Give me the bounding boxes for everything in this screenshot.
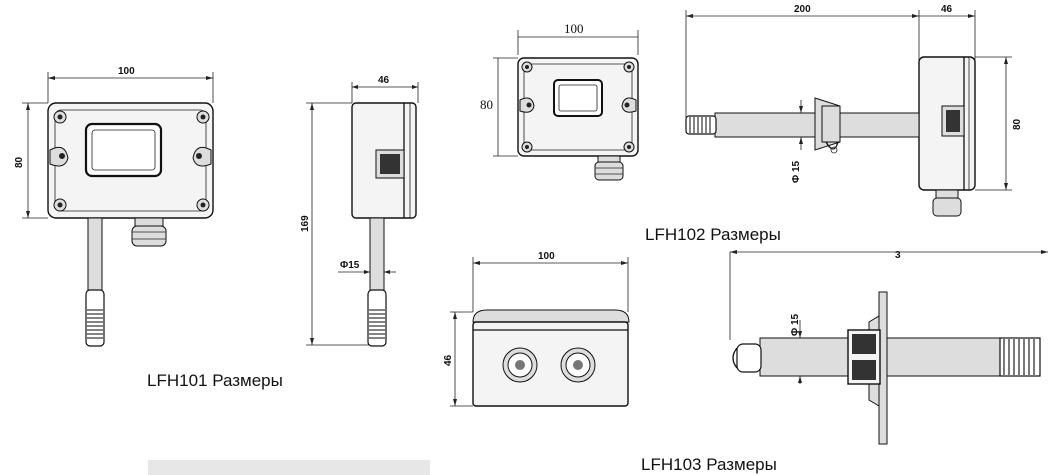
lfh102-probe-length-label: 200 [794, 4, 811, 15]
lfh103-front-view: 100 46 [443, 251, 630, 407]
lfh102-front-view: 100 80 [480, 21, 639, 181]
lfh102-probe-diameter-label: Φ 15 [791, 160, 802, 183]
lfh103-overall-length-label: 3 [895, 250, 901, 261]
lfh102-front-width-label: 100 [564, 21, 584, 36]
lfh102-caption: LFH102 Размеры [645, 225, 781, 244]
lfh101-front-height-label: 80 [14, 156, 25, 168]
lfh102-side-height-label: 80 [1012, 118, 1023, 130]
lfh103-probe-view: 3 Φ 15 [729, 250, 1048, 445]
grey-bar [148, 460, 430, 475]
lfh102-depth-label: 46 [941, 4, 953, 15]
lfh101-side-view: 46 169 Φ15 [300, 75, 419, 347]
lfh102-front-height-label: 80 [480, 97, 493, 112]
lfh103-caption: LFH103 Размеры [641, 455, 777, 474]
lfh101-caption: LFH101 Размеры [147, 371, 283, 390]
lfh101-side-width-label: 46 [378, 75, 390, 86]
lfh102-side-view: 200 46 80 [685, 4, 1023, 217]
lfh101-front-width-label: 100 [118, 66, 135, 77]
lfh101-side-length-label: 169 [300, 215, 311, 232]
lfh103-width-label: 100 [538, 251, 555, 262]
lfh103-probe-diameter-label: Φ 15 [790, 313, 801, 336]
lfh103-height-label: 46 [443, 354, 454, 366]
lfh101-probe-diameter-label: Φ15 [340, 260, 360, 271]
lfh101-front-view: 100 80 [14, 66, 214, 347]
